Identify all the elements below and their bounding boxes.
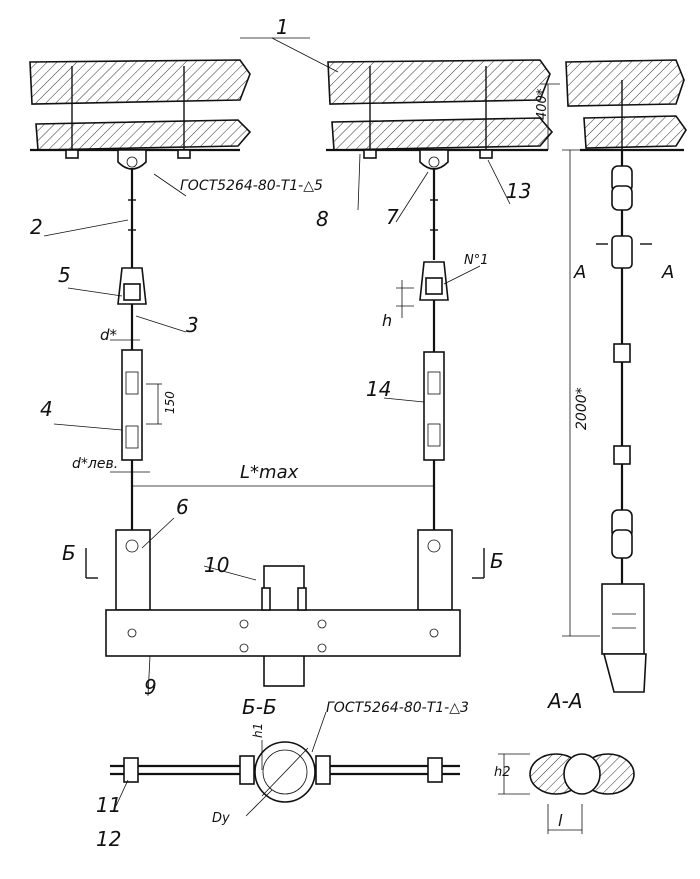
chain-link-section	[498, 753, 635, 834]
label-7: 7	[386, 205, 399, 229]
dim-2000: 2000*	[574, 387, 590, 430]
d-star: d*	[100, 326, 118, 344]
label-3: 3	[186, 313, 199, 337]
dim-150: 150	[163, 391, 177, 414]
middle-hanger	[396, 149, 449, 540]
label-11: 11	[96, 793, 121, 817]
dy-dim: Dу	[212, 811, 230, 826]
l-small-dim: l	[558, 811, 563, 830]
label-14: 14	[366, 377, 391, 401]
label-6: 6	[176, 495, 189, 519]
dimension-lines	[110, 83, 600, 637]
label-1: 1	[276, 15, 289, 39]
weld-spec-bottom: ГОСТ5264-80-Т1-△3	[326, 700, 469, 716]
dim-400: 400*	[535, 88, 550, 120]
section-aa-view	[601, 150, 647, 693]
d-left: d*лев.	[72, 456, 118, 472]
right-upper-beam	[565, 59, 687, 152]
leader-lines	[43, 37, 511, 817]
l-max: L*max	[240, 462, 299, 483]
label-2: 2	[30, 215, 43, 239]
label-8: 8	[316, 207, 329, 231]
label-12: 12	[96, 827, 121, 851]
label-10: 10	[204, 553, 229, 577]
section-aa-title: А-А	[546, 689, 583, 713]
h2-dim: h2	[494, 765, 511, 780]
section-b-left: Б	[62, 541, 76, 565]
label-5: 5	[58, 263, 71, 287]
label-9: 9	[144, 675, 157, 699]
weld-spec-top: ГОСТ5264-80-Т1-△5	[180, 178, 323, 194]
section-b-right: Б	[490, 549, 504, 573]
left-upper-beam	[29, 59, 252, 159]
h-dim: h	[382, 311, 392, 330]
h1-dim: h1	[251, 723, 265, 738]
section-bb-title: Б-Б	[242, 695, 277, 719]
section-a-left: А	[573, 262, 586, 283]
section-markers	[85, 243, 652, 579]
clamp-assembly	[105, 529, 461, 687]
section-a-right: А	[661, 262, 674, 283]
no1-label: N°1	[464, 253, 489, 268]
left-hanger	[117, 149, 162, 540]
label-4: 4	[40, 397, 53, 421]
label-13: 13	[506, 179, 531, 203]
middle-upper-beam	[326, 59, 554, 159]
section-bb-view	[110, 740, 460, 803]
